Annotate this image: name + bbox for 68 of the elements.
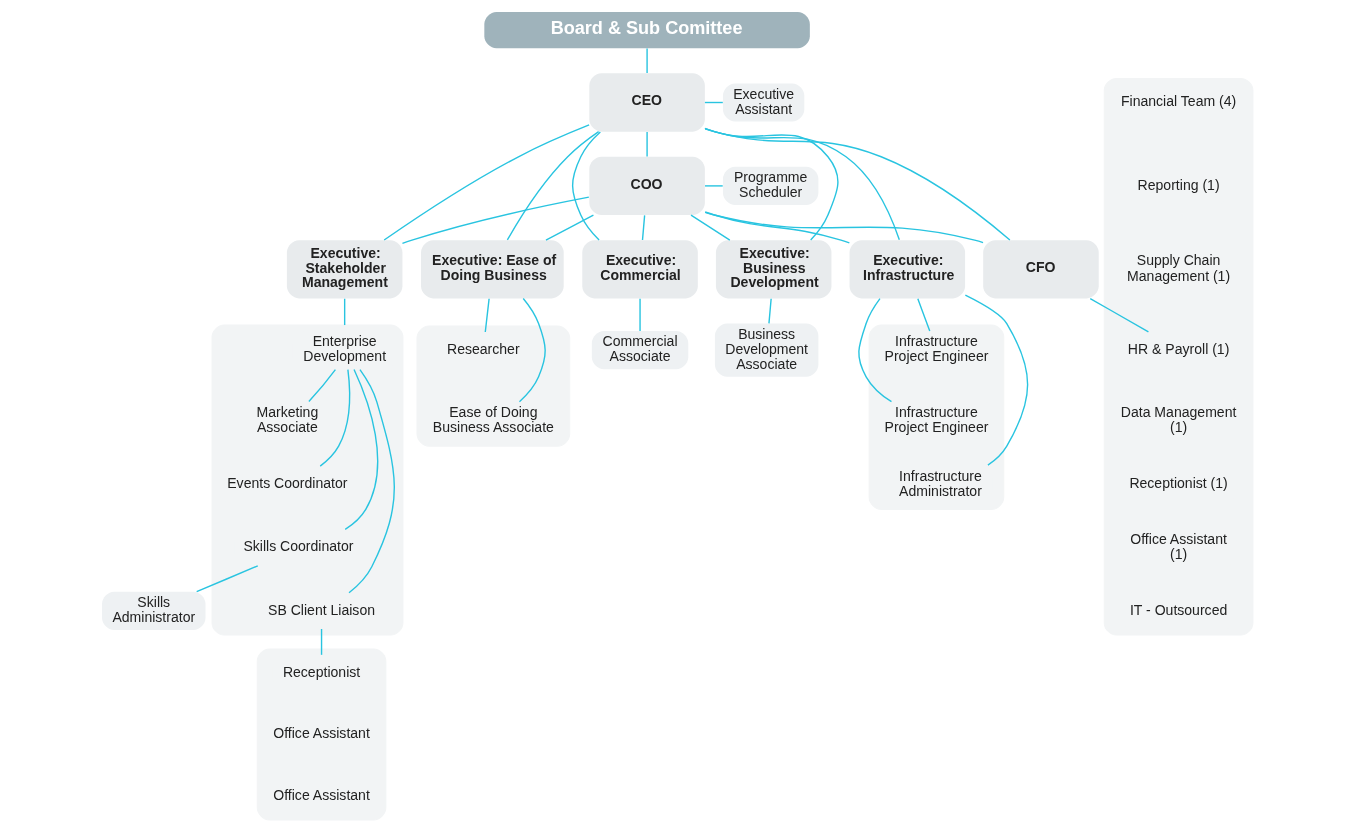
connector: [646, 47, 648, 74]
node-text: Supply Chain Management (1): [1127, 252, 1231, 284]
node-box: CEO: [589, 73, 705, 132]
node-box: CFO: [983, 240, 1099, 299]
connector: [308, 368, 337, 403]
node-text: Financial Team (4): [1120, 93, 1237, 110]
node-box: Business Development Associate: [714, 323, 819, 377]
connector: [768, 298, 772, 325]
node-text: Receptionist (1): [1129, 475, 1228, 492]
connector: [641, 214, 646, 241]
node-text: Office Assistant: [273, 725, 370, 742]
connector: [195, 565, 259, 593]
connector: [858, 297, 893, 403]
connector: [646, 131, 648, 158]
node-text: Infrastructure Project Engineer: [884, 333, 989, 365]
node-text: Marketing Associate: [256, 404, 319, 436]
connector: [343, 298, 346, 326]
connector: [917, 298, 931, 332]
node-box: Executive: Infrastructure: [849, 240, 966, 299]
connector: [690, 214, 731, 241]
connector: [545, 214, 595, 241]
node-text: Ease of Doing Business Associate: [432, 404, 554, 436]
node-box: Programme Scheduler: [722, 166, 819, 205]
connector: [401, 196, 590, 245]
node-text: HR & Payroll (1): [1127, 340, 1230, 357]
connector: [319, 368, 351, 467]
connector: [484, 298, 490, 333]
node-box: Executive: Stakeholder Management: [286, 240, 403, 299]
node-box: Commercial Associate: [591, 331, 689, 370]
cluster: [256, 648, 387, 821]
node-box: Executive: Ease of Doing Business: [421, 240, 564, 299]
node-box: COO: [589, 156, 705, 216]
node-text: IT - Outsourced: [1129, 601, 1228, 618]
node-text: Infrastructure Project Engineer: [884, 404, 989, 436]
cluster: [868, 324, 1005, 510]
node-box: Skills Administrator: [102, 591, 206, 630]
cluster: [1103, 77, 1254, 636]
node-text: Skills Coordinator: [243, 538, 354, 555]
connector: [320, 628, 323, 656]
connector: [571, 131, 602, 241]
node-text: Enterprise Development: [303, 333, 387, 365]
node-text: Data Management (1): [1120, 404, 1237, 436]
node-box: Executive: Commercial: [582, 240, 698, 299]
connector: [704, 211, 984, 244]
connector: [344, 368, 379, 531]
node-box: Executive Assistant: [722, 83, 805, 122]
connector: [1089, 297, 1150, 333]
connector: [639, 298, 641, 332]
node-text: SB Client Liaison: [268, 601, 376, 618]
cluster: [211, 324, 404, 636]
connector: [704, 185, 724, 187]
connector: [964, 294, 1029, 466]
connector: [383, 124, 590, 241]
node-text: Office Assistant (1): [1130, 530, 1227, 562]
node-box: Executive: Business Development: [715, 240, 832, 299]
node-text: Researcher: [447, 340, 520, 357]
connector: [506, 131, 600, 241]
connector: [348, 368, 395, 594]
node-text: Office Assistant: [273, 786, 370, 803]
cluster: [416, 325, 571, 447]
node-text: Receptionist: [282, 663, 361, 680]
connector: [518, 297, 546, 403]
node-text: Reporting (1): [1137, 176, 1220, 193]
connector: [704, 211, 851, 244]
node-text: Events Coordinator: [227, 475, 348, 492]
node-text: Infrastructure Administrator: [899, 467, 982, 499]
connector: [704, 128, 1011, 241]
node-box: Board & Sub Comittee: [484, 12, 810, 49]
